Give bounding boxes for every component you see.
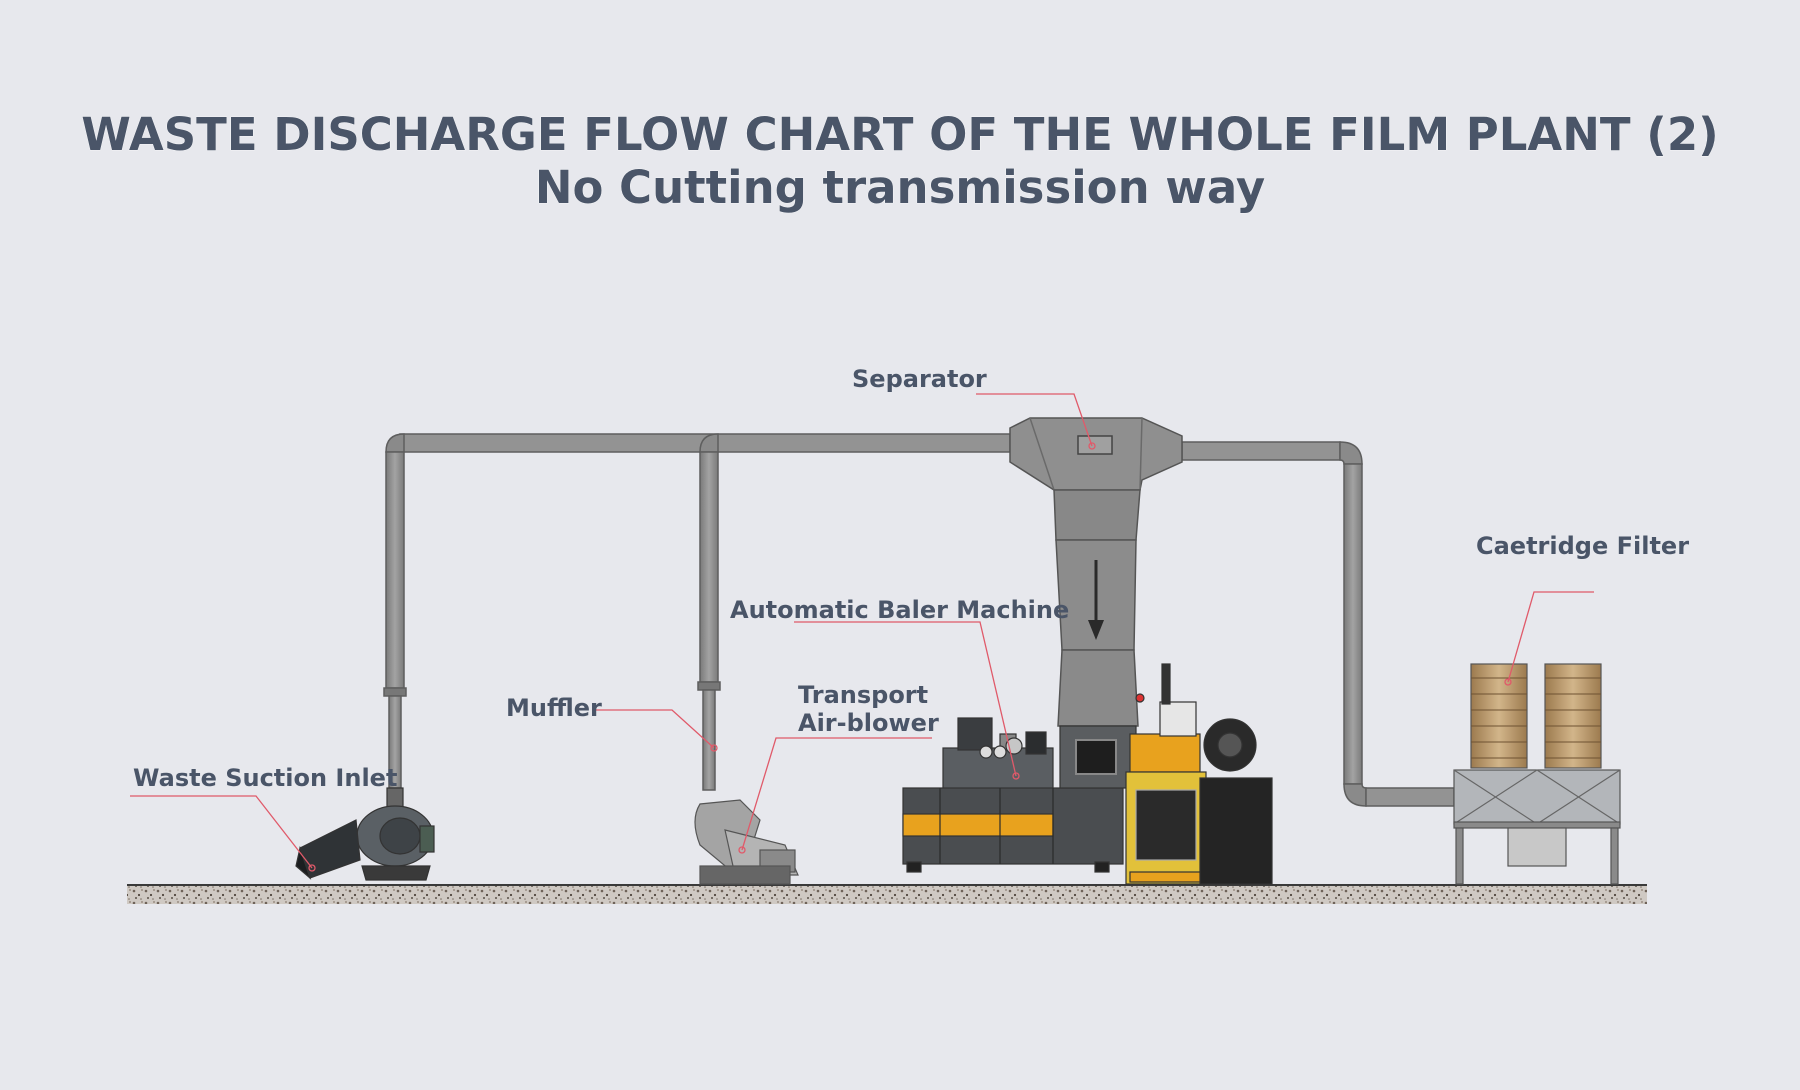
baler-leader: [794, 621, 1017, 777]
label-suction-inlet: Waste Suction Inlet: [133, 764, 397, 792]
transport-air-blower: [694, 799, 799, 885]
ground-strip: [127, 884, 1647, 904]
label-separator: Separator: [852, 365, 987, 393]
pipe-network: [383, 433, 1455, 807]
suction-inlet-leader: [130, 795, 313, 869]
page-subtitle: No Cutting transmission way: [535, 161, 1265, 214]
label-baler: Automatic Baler Machine: [730, 596, 1069, 624]
label-cartridge-filter: Caetridge Filter: [1476, 532, 1689, 560]
separator-unit: [1009, 417, 1183, 727]
automatic-baler-machine: [902, 663, 1273, 885]
cartridge-filter-unit: [1453, 663, 1621, 885]
page-title: WASTE DISCHARGE FLOW CHART OF THE WHOLE …: [81, 108, 1718, 161]
cartridge-filter-leader: [1507, 591, 1594, 683]
waste-suction-inlet: [295, 787, 435, 881]
label-transport-line2: Air-blower: [798, 709, 939, 737]
transport-leader: [741, 737, 932, 851]
muffler-leader: [596, 709, 715, 749]
leader-lines: [130, 393, 1594, 872]
label-transport-line1: Transport: [798, 681, 928, 709]
separator-leader: [976, 393, 1093, 447]
label-muffler: Muffler: [506, 694, 602, 722]
